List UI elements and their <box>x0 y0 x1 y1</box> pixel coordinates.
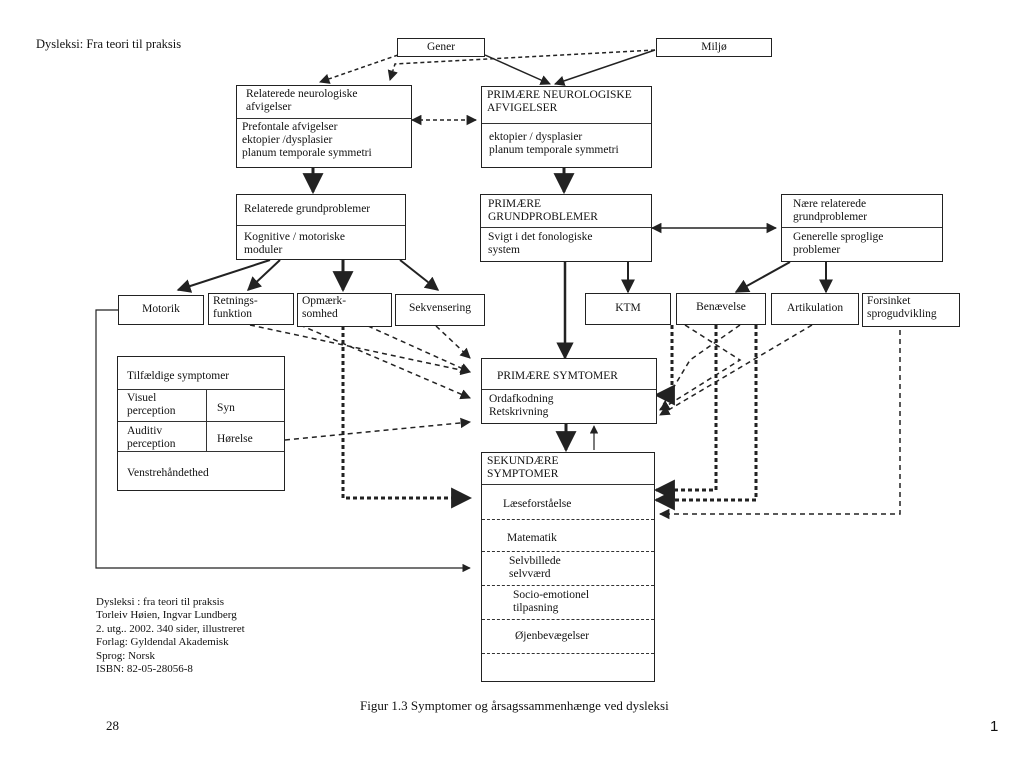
near-related-item: problemer <box>793 244 841 256</box>
related-basic-item: Kognitive / motoriske <box>244 231 345 243</box>
primary-symptom-item: Ordafkodning <box>489 393 554 405</box>
near-related-title-1: Nære relaterede <box>793 198 867 210</box>
venstre-label: Venstrehåndethed <box>127 467 209 479</box>
benaevelse-box: Benævelse <box>676 293 766 325</box>
related-neuro-title-2: afvigelser <box>246 101 292 113</box>
primary-neuro-title-1: PRIMÆRE NEUROLOGISKE <box>487 89 632 101</box>
retnings-box: Retnings- funktion <box>208 293 294 325</box>
artikulation-box: Artikulation <box>771 293 859 325</box>
figure-caption: Figur 1.3 Symptomer og årsagssammenhænge… <box>360 698 669 713</box>
incidental-title: Tilfældige symptomer <box>127 370 230 382</box>
horelse-label: Hørelse <box>217 433 253 445</box>
secondary-symptom-item: selvværd <box>509 568 551 580</box>
reference-line: Torleiv Høien, Ingvar Lundberg <box>96 609 237 622</box>
primary-neuro-title-2: AFVIGELSER <box>487 102 558 114</box>
visuel-label-2: perception <box>127 405 176 417</box>
reference-line: Sprog: Norsk <box>96 649 155 662</box>
secondary-symptom-item: Matematik <box>507 532 557 544</box>
primary-symptom-item: Retskrivning <box>489 406 549 418</box>
primary-basic-item: system <box>488 244 520 256</box>
primary-neuro-box: PRIMÆRE NEUROLOGISKE AFVIGELSER ektopier… <box>481 86 652 168</box>
secondary-symptom-item: Øjenbevægelser <box>515 630 590 642</box>
near-related-box: Nære relaterede grundproblemer Generelle… <box>781 194 943 262</box>
secondary-symptoms-title-1: SEKUNDÆRE <box>487 455 559 467</box>
secondary-symptom-item: Selvbillede <box>509 555 561 567</box>
reference-line: 2. utg.. 2002. 340 sider, illustreret <box>96 622 245 635</box>
reference-line: Dysleksi : fra teori til praksis <box>96 596 225 608</box>
retnings-label-1: Retnings- <box>213 295 258 307</box>
primary-symptoms-title: PRIMÆRE SYMTOMER <box>497 370 618 382</box>
page-number-left: 28 <box>106 718 119 733</box>
related-neuro-title-1: Relaterede neurologiske <box>246 88 358 100</box>
primary-symptoms-box: PRIMÆRE SYMTOMER Ordafkodning Retskrivni… <box>481 358 657 424</box>
primary-neuro-item: ektopier / dysplasier <box>489 131 583 143</box>
related-neuro-box: Relaterede neurologiske afvigelser Prefo… <box>236 85 412 168</box>
page-number-right: 1 <box>990 718 999 735</box>
gener-box: Gener <box>397 38 485 57</box>
near-related-item: Generelle sproglige <box>793 231 884 243</box>
retnings-label-2: funktion <box>213 308 252 320</box>
primary-basic-title-1: PRIMÆRE <box>488 198 542 210</box>
related-basic-item: moduler <box>244 244 283 256</box>
incidental-symptoms-box: Tilfældige symptomer Visuel perception S… <box>117 356 285 491</box>
miljo-box: Miljø <box>656 38 772 57</box>
related-basic-box: Relaterede grundproblemer Kognitive / mo… <box>236 194 406 260</box>
page-title: Dysleksi: Fra teori til praksis <box>36 37 182 51</box>
opmaerk-label-2: somhed <box>302 308 338 320</box>
near-related-title-2: grundproblemer <box>793 211 868 223</box>
ktm-box: KTM <box>585 293 671 325</box>
related-basic-title: Relaterede grundproblemer <box>244 203 371 215</box>
forsinket-label-2: sprogudvikling <box>867 308 937 320</box>
secondary-symptom-item: tilpasning <box>513 602 559 614</box>
related-neuro-item: planum temporale symmetri <box>242 147 372 159</box>
secondary-symptoms-box: SEKUNDÆRE SYMPTOMER Læseforståelse Matem… <box>481 452 655 682</box>
visuel-label-1: Visuel <box>127 392 157 404</box>
reference-line: Forlag: Gyldendal Akademisk <box>96 636 229 649</box>
primary-neuro-item: planum temporale symmetri <box>489 144 619 156</box>
motorik-box: Motorik <box>118 295 204 325</box>
related-neuro-item: Prefontale afvigelser <box>242 121 338 133</box>
related-neuro-item: ektopier /dysplasier <box>242 134 333 146</box>
auditiv-label-2: perception <box>127 438 176 450</box>
opmaerk-label-1: Opmærk- <box>302 295 347 307</box>
primary-basic-title-2: GRUNDPROBLEMER <box>488 211 598 223</box>
forsinket-label-1: Forsinket <box>867 295 911 307</box>
secondary-symptom-item: Socio-emotionel <box>513 589 590 601</box>
reference-line: ISBN: 82-05-28056-8 <box>96 663 193 676</box>
book-reference: Dysleksi : fra teori til praksis Torleiv… <box>96 596 245 676</box>
secondary-symptom-item: Læseforståelse <box>503 498 572 510</box>
forsinket-box: Forsinket sprogudvikling <box>862 293 960 327</box>
primary-basic-box: PRIMÆRE GRUNDPROBLEMER Svigt i det fonol… <box>480 194 652 262</box>
secondary-symptoms-title-2: SYMPTOMER <box>487 468 559 480</box>
opmaerksomhed-box: Opmærk- somhed <box>297 293 392 327</box>
sekvensering-box: Sekvensering <box>395 294 485 326</box>
primary-basic-item: Svigt i det fonologiske <box>488 231 593 243</box>
syn-label: Syn <box>217 402 235 414</box>
auditiv-label-1: Auditiv <box>127 425 163 437</box>
